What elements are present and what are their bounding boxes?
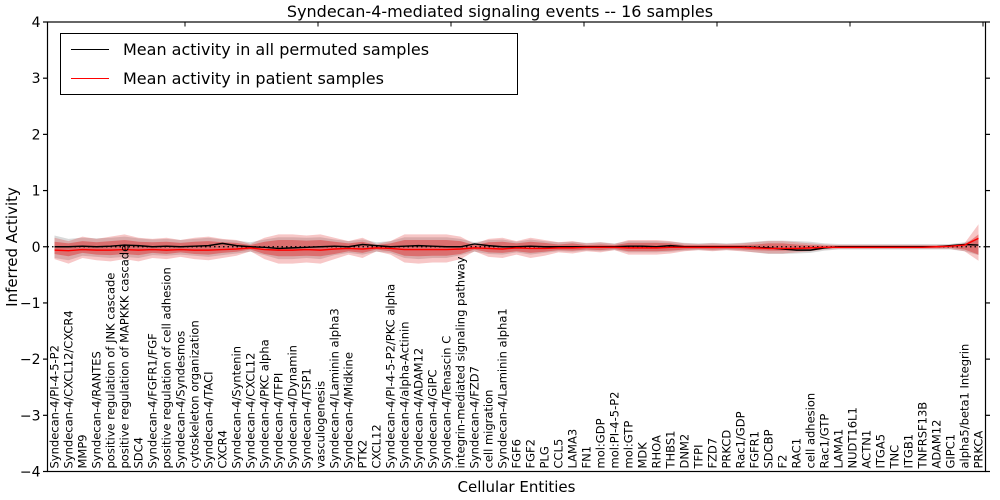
y-tick-label: 2 xyxy=(32,127,41,143)
x-category-label: Syndecan-4/Syndesmos xyxy=(174,331,188,469)
x-category-label: alpha5/beta1 Integrin xyxy=(958,344,972,469)
x-category-label: Syndecan-4/PI-4-5-P2 xyxy=(48,345,62,468)
x-category-label: cytoskeleton organization xyxy=(188,320,202,468)
x-category-label: mol:GTP xyxy=(622,421,636,469)
x-category-label: mol:PI-4-5-P2 xyxy=(608,392,622,469)
x-category-label: Syndecan-4/RANTES xyxy=(90,351,104,468)
x-category-label: TFPI xyxy=(692,445,706,470)
x-category-label: LAMA1 xyxy=(832,429,846,469)
legend-label-permuted: Mean activity in all permuted samples xyxy=(123,39,430,59)
x-category-label: FN1 xyxy=(580,446,594,469)
x-category-label: Syndecan-4/CXCL12 xyxy=(244,353,258,469)
x-category-label: PRKCA xyxy=(972,431,986,469)
y-tick-label: 4 xyxy=(32,15,41,31)
y-tick-label: −1 xyxy=(20,296,41,312)
x-category-label: Syndecan-4/TFPI xyxy=(272,373,286,469)
x-category-label: Syndecan-4/Laminin alpha3 xyxy=(328,308,342,468)
x-category-label: DNM2 xyxy=(678,434,692,469)
x-category-label: Syndecan-4/GIPC xyxy=(426,369,440,468)
y-tick-label: 0 xyxy=(32,240,41,256)
legend-entry-permuted: Mean activity in all permuted samples xyxy=(61,35,517,63)
x-category-label: cell adhesion xyxy=(804,393,818,469)
series-line-patient xyxy=(54,237,979,252)
x-category-label: CXCR4 xyxy=(216,430,230,468)
y-tick-label: 3 xyxy=(32,71,41,87)
x-category-label: ADAM12 xyxy=(930,420,944,469)
legend-label-patient: Mean activity in patient samples xyxy=(123,69,384,89)
x-category-label: Syndecan-4/TACI xyxy=(202,372,216,469)
x-category-label: FGF6 xyxy=(510,439,524,468)
x-category-label: GIPC1 xyxy=(944,434,958,469)
x-category-label: MMP9 xyxy=(76,434,90,468)
x-category-label: RHOA xyxy=(650,435,664,468)
x-category-label: CXCL12 xyxy=(370,424,384,468)
x-category-label: ITGA5 xyxy=(874,434,888,469)
x-category-label: Syndecan-4/Tenascin C xyxy=(440,336,454,469)
x-category-label: mol:GDP xyxy=(594,418,608,468)
x-category-label: vasculogenesis xyxy=(314,381,328,469)
x-category-label: ITGB1 xyxy=(902,434,916,469)
x-category-label: TNFRSF13B xyxy=(916,402,930,470)
x-category-label: Syndecan-4/alpha-Actinin xyxy=(398,321,412,468)
x-axis-title: Cellular Entities xyxy=(457,478,576,496)
x-category-label: Syndecan-4/FGFR1/FGF xyxy=(146,333,160,468)
x-category-label: RAC1 xyxy=(790,438,804,469)
legend-line-red xyxy=(71,78,109,80)
legend: Mean activity in all permuted samples Me… xyxy=(60,33,518,95)
x-category-label: FGFR1 xyxy=(748,431,762,468)
x-category-label: positive regulation of MAPKKK cascade xyxy=(118,245,132,469)
x-category-label: Rac1/GDP xyxy=(734,411,748,468)
legend-entry-patient: Mean activity in patient samples xyxy=(61,65,517,93)
x-category-label: PLG xyxy=(538,446,552,468)
band-patient-samples-outer-spread xyxy=(54,224,979,264)
x-category-label: NUDT16L1 xyxy=(846,407,860,468)
x-category-label: THBS1 xyxy=(664,431,678,470)
x-category-label: CCL5 xyxy=(552,439,566,469)
x-category-label: PRKCD xyxy=(720,430,734,469)
x-category-label: Syndecan-4/Syntenin xyxy=(230,346,244,469)
x-category-label: Syndecan-4/Laminin alpha1 xyxy=(496,308,510,468)
y-tick-label: −2 xyxy=(20,352,41,368)
x-category-label: positive regulation of JNK cascade xyxy=(104,273,118,469)
x-category-label: SDC4 xyxy=(132,437,146,469)
x-category-label: Rac1/GTP xyxy=(818,414,832,469)
x-category-label: SDCBP xyxy=(762,429,776,468)
x-category-label: Syndecan-4/TSP1 xyxy=(300,368,314,468)
y-tick-label: −3 xyxy=(20,408,41,424)
x-category-label: Syndecan-4/Dynamin xyxy=(286,345,300,468)
y-axis-title: Inferred Activity xyxy=(3,187,21,307)
x-category-label: positive regulation of cell adhesion xyxy=(160,267,174,468)
x-category-label: FZD7 xyxy=(706,438,720,469)
x-category-label: Syndecan-4/FZD7 xyxy=(468,366,482,468)
x-category-label: FGF2 xyxy=(524,439,538,468)
x-category-label: Syndecan-4/PKC alpha xyxy=(258,339,272,468)
legend-line-black xyxy=(71,48,109,50)
x-category-label: PTK2 xyxy=(356,440,370,469)
x-category-label: Syndecan-4/CXCL12/CXCR4 xyxy=(62,310,76,468)
x-category-label: TNC xyxy=(888,445,902,470)
chart-title: Syndecan-4-mediated signaling events -- … xyxy=(286,2,714,21)
x-category-label: Syndecan-4/Midkine xyxy=(342,352,356,468)
x-category-label: MDK xyxy=(636,442,650,469)
x-category-label: ACTN1 xyxy=(860,430,874,469)
y-tick-label: −4 xyxy=(20,465,41,481)
x-category-label: integrin-mediated signaling pathway xyxy=(454,256,468,468)
x-category-label: F2 xyxy=(776,455,790,469)
x-category-label: cell migration xyxy=(482,390,496,469)
x-category-label: LAMA3 xyxy=(566,429,580,469)
x-category-label: Syndecan-4/PI-4-5-P2/PKC alpha xyxy=(384,284,398,469)
y-tick-label: 1 xyxy=(32,184,41,200)
x-category-label: Syndecan-4/ADAM12 xyxy=(412,348,426,469)
band-patient-samples-inner-spread xyxy=(54,234,979,257)
